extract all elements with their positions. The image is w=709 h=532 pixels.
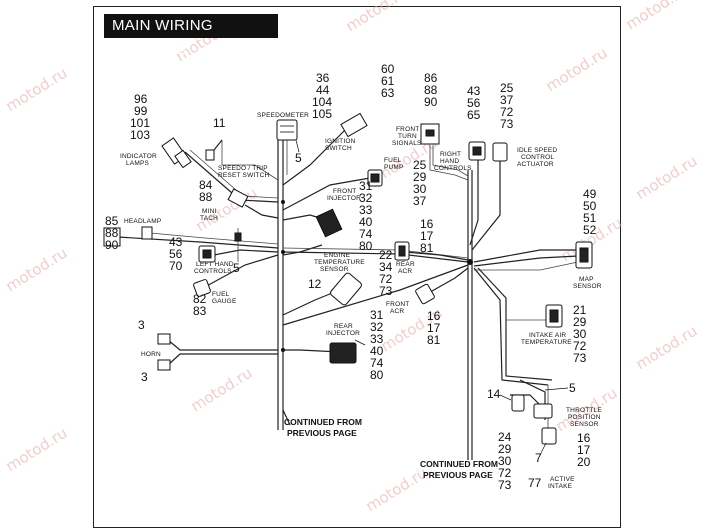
throttle-position-sensor [533,403,553,419]
watermark-layer: motod.ru motod.ru motod.ru motod.ru moto… [3,0,701,515]
callout-77: 77 [528,476,542,490]
watermark: motod.ru [363,464,431,516]
watermark: motod.ru [543,44,611,96]
front-acr-connector [415,283,435,305]
label-headlamp: HEADLAMP [124,218,161,225]
diagram-frame [93,6,621,528]
watermark: motod.ru [623,0,691,33]
ignition-switch-connector [340,112,368,138]
headlamp-connector [103,227,121,247]
page-title: MAIN WIRING HARNESS [104,14,278,58]
callout-5-speedometer: 5 [295,151,302,165]
callout-12: 12 [308,277,322,291]
fuel-gauge-connector [193,279,211,297]
callout-11: 11 [213,116,226,130]
watermark: motod.ru [3,244,71,296]
mini-tach-connector [227,188,249,208]
watermark: motod.ru [3,424,71,476]
callout-14: 14 [487,387,501,401]
watermark: motod.ru [343,0,411,35]
callout-3-horn-bottom: 3 [141,370,148,384]
speedometer-connector [276,119,298,141]
idle-speed-actuator-connector [492,142,508,162]
throttle-position-connector [511,394,525,412]
leader-lines [295,139,569,456]
splice-point [467,259,473,265]
speedo-trip-reset-switch [205,149,215,161]
engine-temperature-sensor [330,272,362,306]
label-horn: HORN [141,351,161,358]
left-harness [117,129,469,430]
rear-injector-connector [329,342,357,364]
callout-5-throttle: 5 [569,381,576,395]
watermark: motod.ru [3,64,71,116]
callout-7: 7 [535,451,542,465]
watermark: motod.ru [633,322,701,374]
horn-connector [157,359,171,371]
active-intake-connector [541,427,557,445]
horn-connector [157,333,171,345]
connectors [103,112,593,445]
indicator-lamps-connector [174,149,192,169]
callout-3-horn-top: 3 [138,318,145,332]
front-injector-connector [315,208,343,238]
right-harness [404,145,579,460]
callout-5-left-hand: 5 [233,261,240,275]
watermark: motod.ru [633,152,701,204]
watermark: motod.ru [188,364,256,416]
label-speedometer: SPEEDOMETER [257,112,309,119]
